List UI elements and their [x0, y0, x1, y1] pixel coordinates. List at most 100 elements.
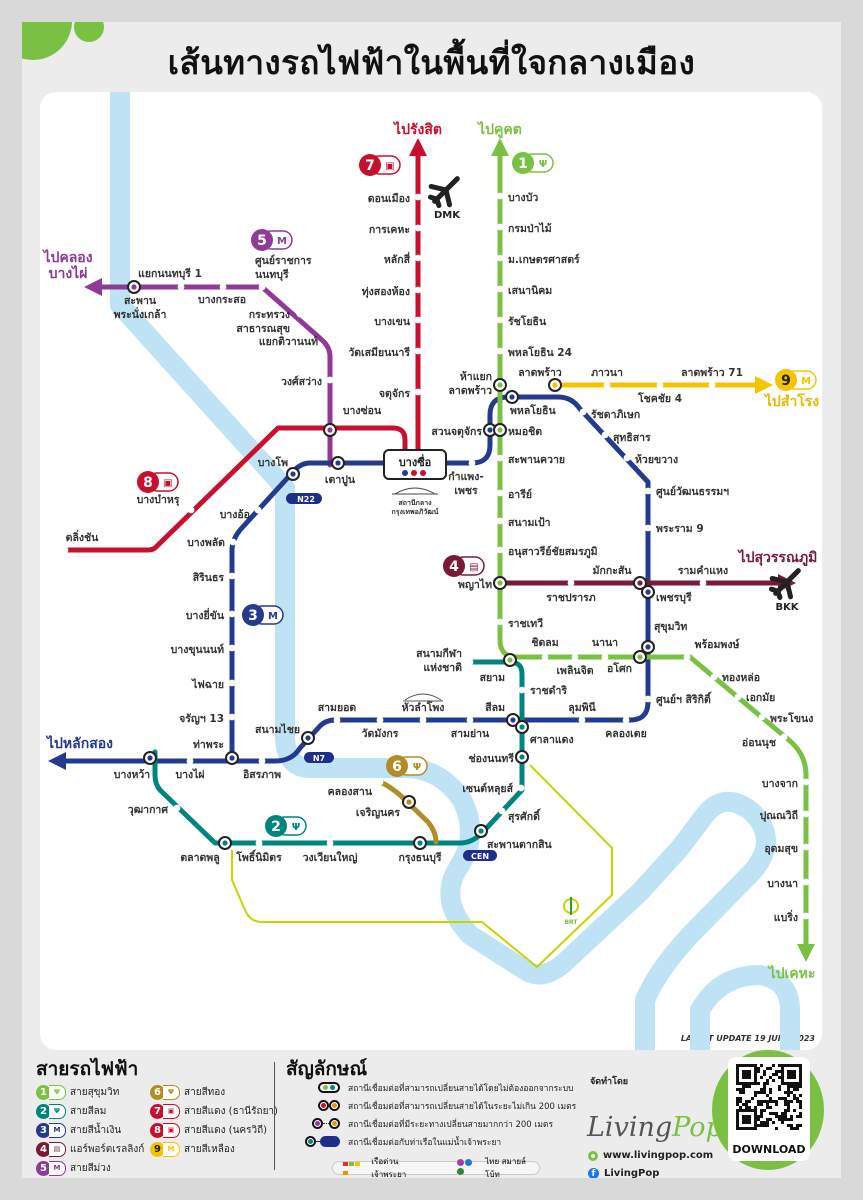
station[interactable]: ช่องนนทรี: [469, 750, 529, 765]
station[interactable]: เสนานิคม: [496, 285, 553, 297]
station[interactable]: วงเวียนใหญ่: [303, 839, 358, 864]
website-link[interactable]: www.livingpop.com: [588, 1150, 713, 1161]
station[interactable]: โพธิ์นิมิตร: [235, 839, 282, 864]
station[interactable]: ลุมพินี: [568, 701, 597, 724]
station[interactable]: สุขุมวิท: [641, 621, 687, 654]
station[interactable]: สะพานตากสิน: [474, 824, 553, 851]
station[interactable]: โชคชัย 4: [637, 381, 682, 405]
station[interactable]: จรัญฯ 13: [179, 713, 236, 725]
station[interactable]: บางบำหรุ: [137, 494, 195, 514]
station[interactable]: บางกระสอ: [198, 283, 246, 306]
station[interactable]: ตลิ่งชัน: [61, 529, 100, 554]
station[interactable]: คลองสาน: [328, 778, 384, 798]
bang-sue-station[interactable]: บางซื่อ: [383, 449, 447, 480]
station[interactable]: สิรินธร: [192, 572, 236, 584]
station[interactable]: บางเขน: [374, 316, 422, 328]
station[interactable]: วงศ์สว่าง: [281, 375, 334, 388]
station[interactable]: สะพานพระนั่งเกล้า: [114, 280, 167, 321]
station[interactable]: ห้าแยกลาดพร้าว: [448, 370, 507, 397]
station[interactable]: สุรศักดิ์: [498, 807, 542, 824]
station[interactable]: พระราม 9: [644, 523, 704, 535]
station[interactable]: ลาดพร้าว 71: [681, 366, 743, 389]
pier-n22[interactable]: N22: [286, 493, 322, 504]
station[interactable]: ดอนเมือง: [368, 192, 422, 205]
station[interactable]: กรมป่าไม้: [496, 222, 552, 235]
station[interactable]: พร้อมพงษ์: [683, 638, 740, 661]
station[interactable]: ทองหล่อ: [710, 672, 760, 684]
station[interactable]: อโศก: [607, 650, 647, 675]
station[interactable]: มักกะสัน: [593, 565, 647, 590]
station[interactable]: ทุ่งสองห้อง: [362, 285, 422, 299]
station[interactable]: อ่อนนุช: [742, 733, 788, 750]
station[interactable]: แยกนนทบุรี 1: [138, 267, 202, 291]
station[interactable]: ม.เกษตรศาสตร์: [496, 253, 580, 266]
station[interactable]: สนามไชย: [255, 723, 315, 745]
station[interactable]: สามยอด: [318, 702, 357, 724]
station[interactable]: บางจาก: [762, 778, 810, 790]
station[interactable]: นานา: [592, 637, 618, 661]
station[interactable]: หัวลำโพง: [402, 701, 445, 724]
station[interactable]: ราชเทวี: [496, 617, 544, 630]
station[interactable]: หลักสี่: [384, 251, 422, 266]
station[interactable]: เจริญนคร: [356, 795, 416, 819]
station[interactable]: อิสรภาพ: [242, 757, 281, 781]
station[interactable]: อุดมสุข: [764, 843, 810, 856]
station[interactable]: กำแพง-เพชร: [448, 459, 484, 497]
qr-code-download[interactable]: DOWNLOAD: [728, 1057, 810, 1161]
station[interactable]: จตุจักร: [379, 388, 422, 401]
station[interactable]: พหลโยธิน 24: [496, 346, 572, 359]
station[interactable]: คลองเตย: [605, 716, 647, 740]
station[interactable]: สยาม: [480, 653, 517, 684]
pier-n7[interactable]: N7: [304, 752, 334, 763]
station[interactable]: เพลินจิต: [556, 653, 594, 677]
station[interactable]: วัดเสมียนนารี: [348, 346, 422, 359]
station[interactable]: ปุณณวิถี: [760, 809, 810, 823]
station[interactable]: วุฒากาศ: [128, 804, 181, 817]
station[interactable]: ชิดลม: [531, 637, 559, 661]
station[interactable]: บางไผ่: [175, 757, 205, 781]
station[interactable]: กรุงธนบุรี: [398, 836, 442, 865]
station[interactable]: พหลโยธิน: [505, 390, 556, 417]
station[interactable]: หมอชิต: [493, 423, 542, 438]
station[interactable]: ลาดพร้าว: [518, 366, 562, 392]
station[interactable]: การเคหะ: [369, 224, 422, 236]
station[interactable]: บางนา: [767, 878, 810, 890]
station[interactable]: สะพานควาย: [496, 454, 565, 466]
station[interactable]: สามย่าน: [451, 716, 490, 740]
pier-cen[interactable]: CEN: [463, 850, 497, 861]
station[interactable]: ท่าพระ: [193, 739, 239, 765]
station[interactable]: สวนจตุจักร: [431, 423, 497, 439]
station[interactable]: ศาลาแดง: [515, 720, 574, 746]
station[interactable]: แยกติวานนท์: [259, 331, 329, 348]
station[interactable]: ราชดำริ: [518, 685, 568, 697]
station[interactable]: สีลม: [485, 701, 520, 727]
station[interactable]: สุทธิสาร: [601, 431, 651, 445]
station[interactable]: ศูนย์ราชการนนทบุรี: [255, 254, 312, 291]
station[interactable]: ภาวนา: [591, 367, 623, 389]
station[interactable]: บางหว้า: [114, 751, 157, 781]
station[interactable]: ไฟฉาย: [191, 678, 236, 691]
station[interactable]: อนุสาวรีย์ชัยสมรภูมิ: [496, 545, 598, 559]
station[interactable]: เตาปูน: [325, 456, 356, 487]
station[interactable]: เพชรบุรี: [641, 585, 692, 605]
station[interactable]: บางยี่ขัน: [186, 607, 236, 622]
station[interactable]: พระโขนง: [758, 712, 814, 725]
station[interactable]: ราชปรารภ: [546, 579, 596, 604]
station[interactable]: รัชดาภิเษก: [579, 408, 641, 421]
station[interactable]: สนามเป้า: [496, 516, 551, 529]
station[interactable]: วัดมังกร: [362, 716, 399, 740]
station[interactable]: บางพลัด: [187, 537, 237, 549]
station[interactable]: อารีย์: [496, 488, 532, 501]
station[interactable]: รามคำแหง: [678, 565, 728, 587]
station[interactable]: ศูนย์ฯ สิริกิติ์: [644, 691, 713, 707]
station[interactable]: รัชโยธิน: [496, 315, 547, 328]
station[interactable]: พญาไท: [458, 576, 507, 591]
station[interactable]: บางบัว: [496, 192, 539, 204]
station[interactable]: สนามกีฬาแห่งชาติ: [416, 647, 474, 674]
station[interactable]: แบริ่ง: [774, 909, 810, 924]
station[interactable]: บางอ้อ: [220, 506, 262, 521]
station[interactable]: ตลาดพลู: [180, 836, 232, 865]
station[interactable]: ห้วยขวาง: [623, 453, 678, 466]
station[interactable]: เอกมัย: [734, 692, 776, 704]
